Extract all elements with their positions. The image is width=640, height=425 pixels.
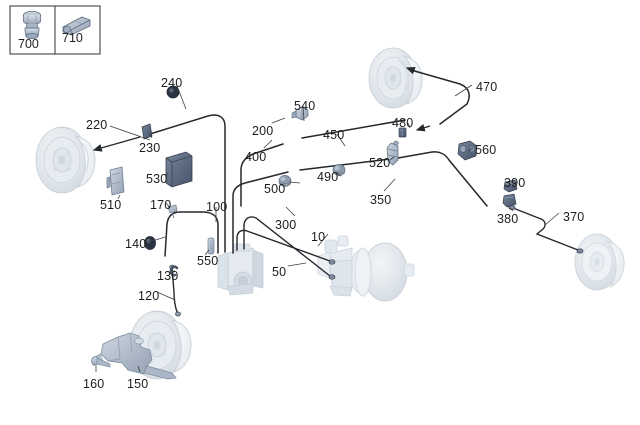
- callout-350: 350: [370, 193, 392, 207]
- abs-hydraulic-unit: [217, 243, 264, 296]
- legend-number-700: 700: [18, 37, 39, 51]
- callout-500: 500: [264, 182, 286, 196]
- connector-540-part: [291, 106, 309, 121]
- brake-pipe-10: [236, 229, 336, 265]
- callout-390: 390: [504, 176, 526, 190]
- callout-230: 230: [139, 141, 161, 155]
- callout-550: 550: [197, 254, 219, 268]
- callout-120: 120: [138, 289, 160, 303]
- bolt-fitting-icon: [23, 10, 41, 40]
- brake-pipe-400: [240, 143, 284, 207]
- callout-490: 490: [317, 170, 339, 184]
- callout-200: 200: [252, 124, 274, 138]
- callout-240: 240: [161, 76, 183, 90]
- brake-pipe-left-branch: [164, 211, 219, 257]
- wheel-carrier-bracket: [94, 332, 177, 380]
- connector-520-part: [386, 140, 399, 166]
- brake-pipe-450: [301, 119, 406, 139]
- bolt-160-part: [91, 356, 111, 368]
- clip-170-part: [167, 204, 178, 219]
- bracket-510-part: [106, 166, 125, 196]
- callout-10: 10: [311, 230, 326, 244]
- brake-hose-470: [405, 67, 470, 132]
- callout-530: 530: [146, 172, 168, 186]
- rear-left-brake-disc-ghost: [574, 233, 625, 291]
- callout-150: 150: [127, 377, 149, 391]
- callout-220: 220: [86, 118, 108, 132]
- connector-500-part: [278, 175, 292, 187]
- callout-480: 480: [392, 116, 414, 130]
- callout-50: 50: [272, 265, 287, 279]
- callout-450: 450: [323, 128, 345, 142]
- brake-booster-assembly: [317, 235, 415, 302]
- connector-490-part: [332, 164, 346, 176]
- callout-300: 300: [275, 218, 297, 232]
- callout-560: 560: [475, 143, 497, 157]
- sleeve-nut-icon: [62, 16, 91, 36]
- rear-right-brake-disc-ghost: [368, 47, 423, 109]
- leader-lines: [95, 84, 560, 373]
- brake-pipe-200: [149, 114, 226, 253]
- callout-540: 540: [294, 99, 316, 113]
- clip-380-part: [502, 193, 517, 208]
- callout-370: 370: [563, 210, 585, 224]
- clip-230-part: [141, 123, 153, 140]
- callout-160: 160: [83, 377, 105, 391]
- callout-170: 170: [150, 198, 172, 212]
- brake-pipe-350: [299, 151, 488, 207]
- grommet-240-part: [166, 85, 180, 99]
- callout-510: 510: [100, 198, 122, 212]
- callout-520: 520: [369, 156, 391, 170]
- callout-380: 380: [497, 212, 519, 226]
- brake-pipe-300: [232, 171, 289, 254]
- legend-number-710: 710: [62, 31, 83, 45]
- clip-480-part: [398, 127, 407, 138]
- brake-pipe-50: [243, 216, 336, 280]
- front-left-brake-disc-ghost: [35, 126, 96, 194]
- callout-140: 140: [125, 237, 147, 251]
- callout-130: 130: [157, 269, 179, 283]
- callout-470: 470: [476, 80, 498, 94]
- pipe-arrow-220: [92, 136, 141, 152]
- callout-100: 100: [206, 200, 228, 214]
- clip-390-part: [503, 179, 518, 193]
- box-530-part: [165, 151, 193, 188]
- pin-550-part: [207, 237, 215, 255]
- connector-560-part: [457, 140, 478, 161]
- callout-400: 400: [245, 150, 267, 164]
